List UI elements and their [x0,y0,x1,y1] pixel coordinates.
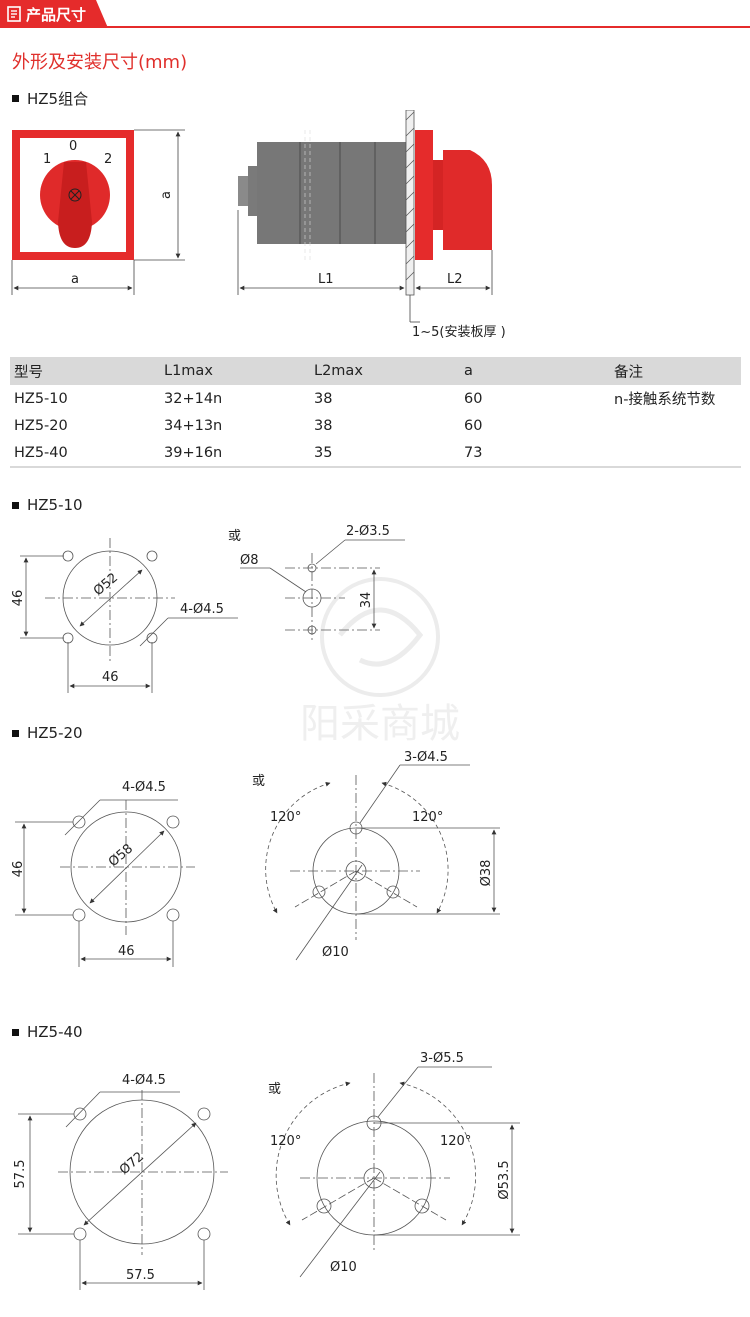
shaft-end [238,176,250,206]
cell: 38 [314,417,333,434]
hz5-20-angle-right: 120° [412,810,443,825]
col-model: 型号 [10,357,160,385]
col-l1max: L1max [160,357,310,385]
dim-l1: L1 [318,272,334,287]
cell: HZ5-20 [14,417,68,434]
hz5-40-drawing: 57.5 57.5 Ø72 4-Ø4.5 或 3-Ø5.5 120° 120° … [13,1051,520,1290]
hz5-10-alt-center: Ø8 [240,553,259,568]
cell: HZ5-10 [14,390,68,407]
hz5-10-drawing: 46 46 Ø52 4-Ø4.5 或 2-Ø3.5 Ø8 34 [11,524,405,693]
hz5-40-angle-right: 120° [440,1134,471,1149]
hz5-20-drawing: 46 46 Ø58 4-Ø4.5 或 3-Ø4.5 120° 120° Ø38 … [11,750,500,967]
cell: 60 [464,390,483,407]
hz5-40-height: 57.5 [13,1160,28,1189]
cell [610,412,741,439]
hz5-20-or: 或 [252,774,265,789]
document-icon [7,6,21,22]
hz5-40-heading: HZ5-40 [12,1023,83,1041]
hz5-10-width: 46 [102,670,119,685]
front-bezel [415,130,433,260]
panel-thickness-note: 1~5(安装板厚 ) [412,325,506,340]
hz5-40-alt-center: Ø10 [330,1260,357,1275]
hz5-10-or: 或 [228,529,241,544]
table-row: HZ5-10 32+14n 38 60 n-接触系统节数 [10,385,741,412]
hz5-40-holes: 4-Ø4.5 [122,1073,166,1088]
hz5-20-height: 46 [11,861,26,878]
cell: 32+14n [164,390,223,407]
bullet-icon [12,501,19,509]
dim-l2: L2 [447,272,463,287]
hz5-40-alt-circle: Ø53.5 [497,1160,512,1199]
hz5-20-alt-holes: 3-Ø4.5 [404,750,448,765]
table-row: HZ5-20 34+13n 38 60 [10,412,741,439]
cell: HZ5-40 [10,439,160,468]
cell: 35 [310,439,460,468]
hz5-20-width: 46 [118,944,135,959]
hz5-10-alt-spacing: 34 [359,592,374,609]
knob-center-mark-icon [68,188,82,202]
mounting-panel [405,110,415,296]
position-label-0: 0 [69,139,77,154]
hz5-40-diameter: Ø72 [117,1149,147,1178]
table-row: HZ5-40 39+16n 35 73 [10,439,741,468]
cell: 73 [460,439,610,468]
combo-heading: HZ5组合 [12,88,88,109]
hz5-20-holes: 4-Ø4.5 [122,780,166,795]
col-l2max: L2max [310,357,460,385]
hz5-40-or: 或 [268,1082,281,1097]
hz5-10-heading: HZ5-10 [12,496,83,514]
position-label-2: 2 [104,152,112,167]
hz5-10-alt-holes: 2-Ø3.5 [346,524,390,539]
cell: 34+13n [164,417,223,434]
hz5-40-alt-holes: 3-Ø5.5 [420,1051,464,1066]
watermark-logo: 阳采商城 [300,577,460,747]
bullet-icon [12,95,19,102]
section-tab [0,0,108,28]
switch-body [257,142,407,244]
knob-handle [58,162,92,248]
dim-a-vertical: a [159,191,174,199]
svg-text:阳采商城: 阳采商城 [300,701,460,747]
page-title: 外形及安装尺寸(mm) [12,52,188,73]
hz5-10-holes: 4-Ø4.5 [180,602,224,617]
cell: n-接触系统节数 [614,392,716,408]
cell [610,439,741,468]
hz5-20-alt-circle: Ø38 [479,860,494,887]
hz5-20-alt-center: Ø10 [322,945,349,960]
spec-table: 型号 L1max L2max a 备注 HZ5-10 32+14n 38 60 … [10,357,741,468]
cell: 38 [314,390,333,407]
cell: 39+16n [160,439,310,468]
hz5-20-heading: HZ5-20 [12,724,83,742]
header-rule [0,26,750,28]
col-a: a [460,357,610,385]
col-remark: 备注 [610,357,741,385]
hz5-40-width: 57.5 [126,1268,155,1283]
bullet-icon [12,729,19,737]
section-tab-label: 产品尺寸 [26,6,87,24]
table-header-row: 型号 L1max L2max a 备注 [10,357,741,385]
hz5-10-height: 46 [11,590,26,607]
cell: 60 [464,417,483,434]
position-label-1: 1 [43,152,51,167]
bullet-icon [12,1028,19,1036]
hz5-20-diameter: Ø58 [106,841,136,870]
hz5-40-angle-left: 120° [270,1134,301,1149]
side-knob [443,150,492,250]
dim-a-horizontal: a [71,272,79,287]
hz5-10-diameter: Ø52 [91,570,121,599]
hz5-20-angle-left: 120° [270,810,301,825]
combo-drawing: 1 0 2 a a L1 L2 1~5(安装板厚 ) [11,110,506,340]
